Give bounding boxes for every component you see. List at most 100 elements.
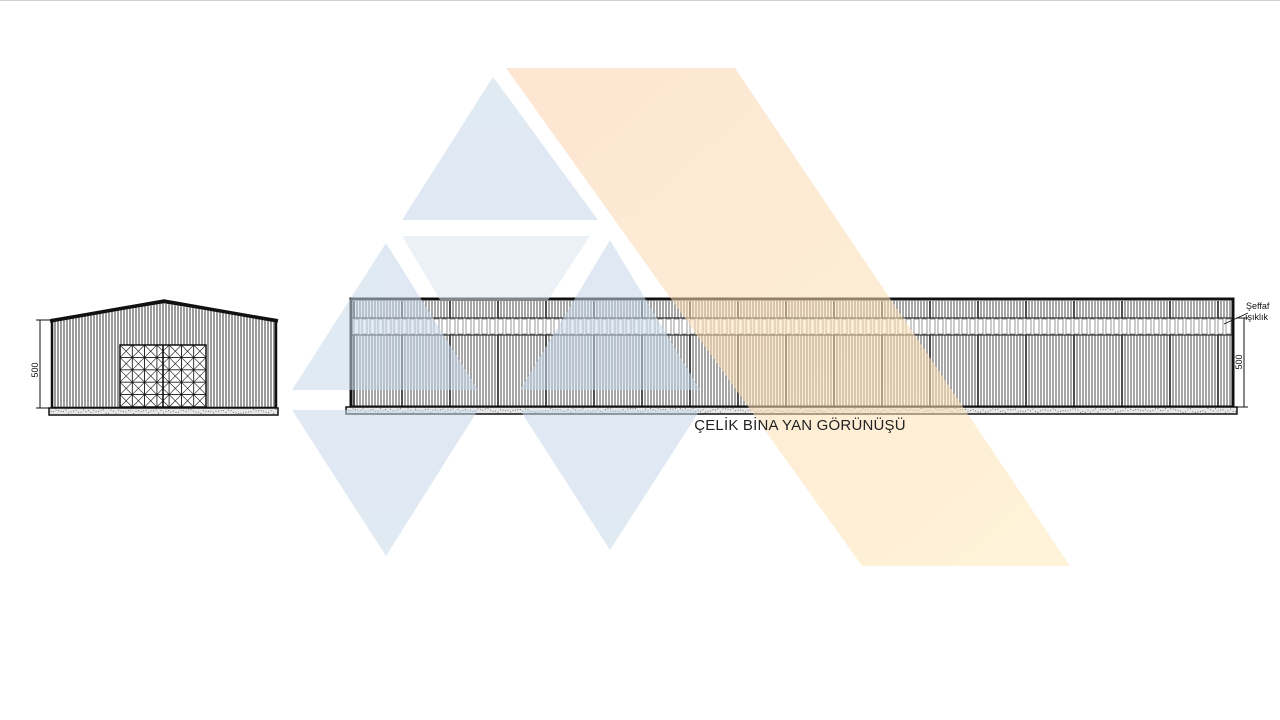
gravel-dot <box>1190 408 1191 410</box>
gravel-dot <box>133 412 134 414</box>
gravel-dot <box>817 410 819 412</box>
gravel-dot <box>687 409 689 411</box>
gravel-dot <box>128 410 129 412</box>
gravel-dot <box>123 411 124 413</box>
gravel-dot <box>168 409 169 411</box>
gravel-dot <box>1200 411 1201 413</box>
gravel-dot <box>572 408 574 410</box>
gravel-dot <box>745 411 746 413</box>
gravel-dot <box>717 408 719 410</box>
gravel-dot <box>887 411 889 413</box>
gravel-dot <box>610 408 611 410</box>
skylight-panel <box>1217 318 1224 335</box>
gravel-dot <box>1220 409 1221 411</box>
gravel-dot <box>820 409 821 411</box>
gravel-dot <box>78 412 79 414</box>
gravel-dot <box>457 408 459 410</box>
gravel-dot <box>952 411 954 413</box>
gravel-dot <box>532 411 534 413</box>
gravel-dot <box>1180 410 1181 412</box>
gravel-dot <box>163 412 164 414</box>
skylight-label-line1: Şeffaf <box>1246 301 1270 311</box>
gravel-dot <box>577 410 579 412</box>
gravel-dot <box>792 410 794 412</box>
gravel-dot <box>1025 410 1026 412</box>
gravel-dot <box>785 411 786 413</box>
gravel-dot <box>540 411 541 413</box>
gravel-dot <box>812 411 814 413</box>
gravel-dot <box>770 411 771 413</box>
gravel-dot <box>1052 408 1054 410</box>
gravel-dot <box>190 409 192 411</box>
gravel-dot <box>825 410 826 412</box>
gravel-dot <box>630 408 631 410</box>
gravel-dot <box>685 408 686 410</box>
gravel-dot <box>972 408 974 410</box>
gravel-dot <box>1050 410 1051 412</box>
gravel-dot <box>565 410 566 412</box>
gravel-dot <box>1072 408 1074 410</box>
gravel-dot <box>912 409 914 411</box>
door-brace <box>119 381 133 395</box>
gravel-dot <box>1230 408 1231 410</box>
gravel-dot <box>580 409 581 411</box>
gravel-dot <box>522 410 524 412</box>
gravel-dot <box>700 410 701 412</box>
gravel-dot <box>1105 408 1106 410</box>
gravel-dot <box>865 409 866 411</box>
gravel-dot <box>1130 408 1131 410</box>
skylight-panel <box>1129 318 1136 335</box>
gravel-dot <box>1070 409 1071 411</box>
gravel-dot <box>1005 411 1006 413</box>
gravel-dot <box>935 408 936 410</box>
door-brace <box>181 357 194 371</box>
gravel-dot <box>1097 411 1099 413</box>
side-foundation <box>345 406 1238 415</box>
gravel-dot <box>502 409 504 411</box>
gravel-dot <box>1030 410 1031 412</box>
gravel-dot <box>1152 409 1154 411</box>
gravel-dot <box>515 409 516 411</box>
gravel-dot <box>115 412 117 414</box>
gravel-dot <box>215 410 217 412</box>
gravel-dot <box>762 411 764 413</box>
gravel-dot <box>450 409 451 411</box>
gravel-dot <box>842 410 844 412</box>
gravel-dot <box>1115 411 1116 413</box>
gravel-dot <box>920 408 921 410</box>
gravel-dot <box>542 410 544 412</box>
gravel-dot <box>517 409 519 411</box>
gravel-dot <box>927 409 929 411</box>
gravel-dot <box>575 409 576 411</box>
skylight-panel <box>1225 318 1232 335</box>
gravel-dot <box>557 408 559 410</box>
gravel-dot <box>965 408 966 410</box>
gravel-dot <box>775 409 776 411</box>
gravel-dot <box>235 412 237 414</box>
gravel-dot <box>1085 411 1086 413</box>
gravel-dot <box>422 410 424 412</box>
door-brace <box>181 344 194 358</box>
gravel-dot <box>490 409 491 411</box>
gravel-dot <box>992 408 994 410</box>
gravel-dot <box>737 409 739 411</box>
gravel-dot <box>1007 409 1009 411</box>
gravel-dot <box>607 408 609 410</box>
gravel-dot <box>1110 409 1111 411</box>
gravel-dot <box>620 411 621 413</box>
gravel-dot <box>675 408 676 410</box>
gravel-dot <box>1002 410 1004 412</box>
gravel-dot <box>615 410 616 412</box>
gravel-dot <box>932 411 934 413</box>
gravel-dot <box>747 410 749 412</box>
skylight-leader-line <box>1223 312 1249 325</box>
gravel-dot <box>1065 410 1066 412</box>
gravel-dot <box>497 411 499 413</box>
gravel-dot <box>715 409 716 411</box>
gravel-dot <box>367 410 369 412</box>
gravel-dot <box>692 408 694 410</box>
gravel-dot <box>98 410 99 412</box>
door-brace <box>181 381 194 395</box>
gravel-dot <box>385 408 386 410</box>
gravel-dot <box>420 410 421 412</box>
